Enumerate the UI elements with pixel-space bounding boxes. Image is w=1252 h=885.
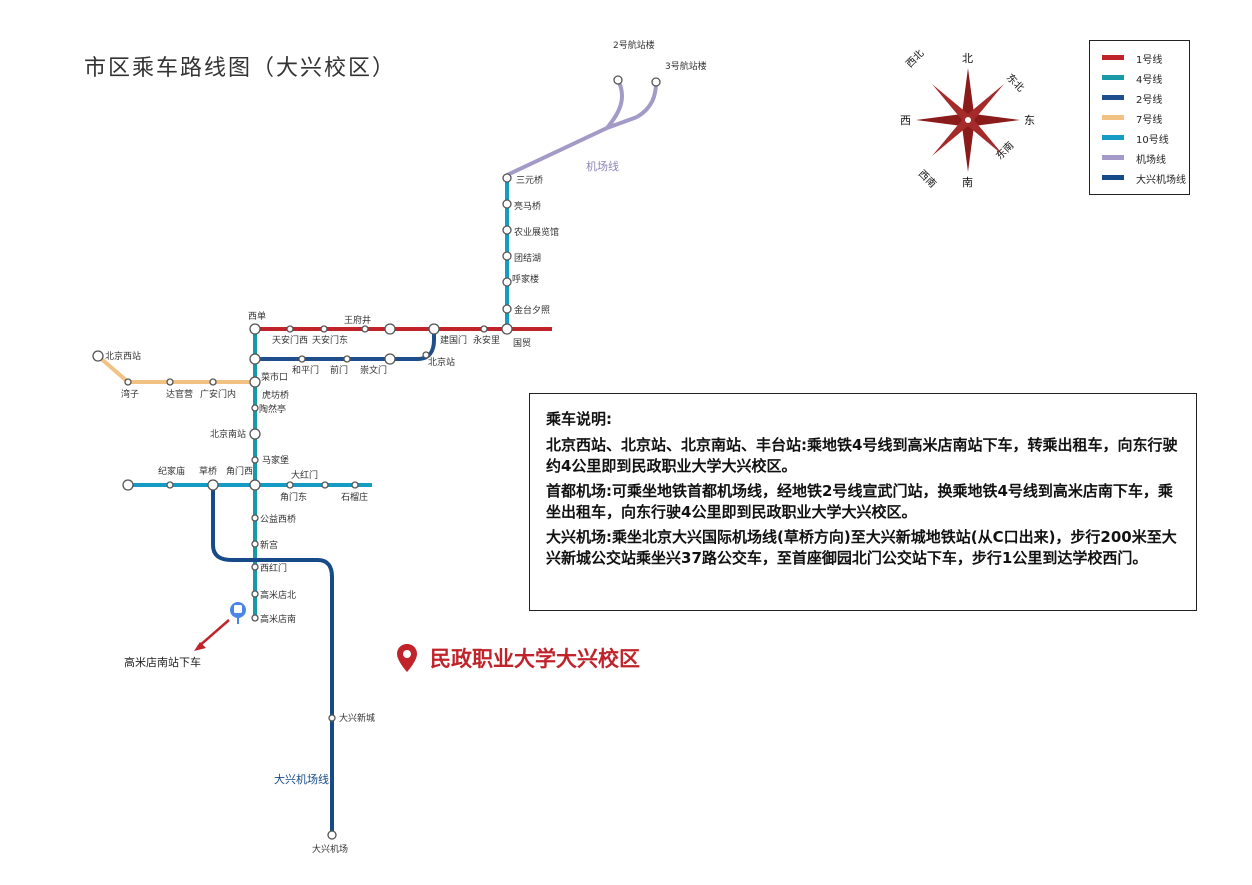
station-wanzi: 湾子 bbox=[121, 388, 139, 400]
legend-label: 2号线 bbox=[1136, 95, 1163, 106]
station-t3: 3号航站楼 bbox=[665, 60, 707, 72]
station-guomao: 国贸 bbox=[513, 337, 531, 349]
station-majiapu: 马家堡 bbox=[262, 454, 289, 466]
legend-item: 10号线 bbox=[1098, 129, 1188, 147]
station-hujialou: 呼家楼 bbox=[512, 273, 539, 285]
compass-nw: 西北 bbox=[904, 47, 927, 70]
legend-label: 大兴机场线 bbox=[1136, 175, 1186, 186]
compass-sw: 西南 bbox=[916, 167, 939, 190]
bus-stop-icon bbox=[230, 602, 246, 624]
station-tiananmendong: 天安门东 bbox=[312, 334, 348, 346]
compass-se: 东南 bbox=[993, 139, 1016, 162]
station-jiaomenxi: 角门西 bbox=[226, 465, 253, 477]
destination-marker: 民政职业大学大兴校区 bbox=[396, 643, 640, 673]
daxing-airport-line bbox=[211, 485, 334, 835]
location-pin-icon bbox=[397, 644, 417, 672]
station-caishikou: 菜市口 bbox=[261, 371, 288, 383]
compass-ne: 东北 bbox=[1004, 71, 1027, 94]
legend-label: 10号线 bbox=[1136, 135, 1169, 146]
station-gaomidianbei: 高米店北 bbox=[260, 589, 296, 601]
instructions-capital-airport: 首都机场:可乘坐地铁首都机场线，经地铁2号线宣武门站，换乘地铁4号线到高米店南下… bbox=[546, 482, 1173, 521]
compass-w: 西 bbox=[900, 114, 911, 127]
station-caoqiao: 草桥 bbox=[199, 465, 217, 477]
station-shiliuzhuang: 石榴庄 bbox=[341, 491, 368, 503]
station-hufangqiao: 虎坊桥 bbox=[262, 389, 289, 401]
station-jintaixizhao: 金台夕照 bbox=[514, 304, 550, 316]
legend-item: 1号线 bbox=[1098, 49, 1188, 67]
station-nongzhanguan: 农业展览馆 bbox=[514, 226, 559, 238]
instructions-train-stations: 北京西站、北京站、北京南站、丰台站:乘地铁4号线到高米店南站下车，转乘出租车，向… bbox=[546, 436, 1178, 475]
station-taoranting: 陶然亭 bbox=[259, 403, 286, 415]
station-sanyuanqiao: 三元桥 bbox=[516, 174, 543, 186]
airport-line bbox=[506, 79, 658, 177]
station-daxingxincheng: 大兴新城 bbox=[339, 712, 375, 724]
station-dahongmen: 大红门 bbox=[291, 469, 318, 481]
instructions-daxing-airport: 大兴机场:乘坐北京大兴国际机场线(草桥方向)至大兴新城地铁站(从C口出来)，步行… bbox=[546, 528, 1177, 567]
legend-label: 4号线 bbox=[1136, 75, 1163, 86]
station-tiananmenxi: 天安门西 bbox=[272, 334, 308, 346]
station-chongwenmen: 崇文门 bbox=[360, 364, 387, 376]
station-beijingxizhan: 北京西站 bbox=[105, 350, 141, 362]
instructions-heading: 乘车说明: bbox=[546, 410, 612, 428]
station-qianmen: 前门 bbox=[330, 364, 348, 376]
line-2 bbox=[255, 329, 436, 361]
legend-item: 2号线 bbox=[1098, 89, 1188, 107]
station-yonganli: 永安里 bbox=[473, 334, 500, 346]
daxing-airport-line-label: 大兴机场线 bbox=[274, 772, 329, 786]
compass-icon: 北 南 东 西 东北 西北 东南 西南 bbox=[900, 47, 1035, 190]
station-t2: 2号航站楼 bbox=[613, 39, 655, 51]
legend-item: 4号线 bbox=[1098, 69, 1188, 87]
station-tuanjiehu: 团结湖 bbox=[514, 252, 541, 264]
station-liangmaqiao: 亮马桥 bbox=[514, 200, 541, 212]
legend-item: 机场线 bbox=[1098, 149, 1188, 167]
arrow-icon bbox=[194, 619, 230, 651]
station-jijiamiao: 纪家庙 bbox=[158, 465, 185, 477]
station-beijingzhan: 北京站 bbox=[428, 356, 455, 368]
station-jiaomendong: 角门东 bbox=[280, 491, 307, 503]
station-xingong: 新宫 bbox=[260, 539, 278, 551]
instructions-box: 乘车说明: 北京西站、北京站、北京南站、丰台站:乘地铁4号线到高米店南站下车，转… bbox=[529, 393, 1197, 611]
station-labels: 2号航站楼 3号航站楼 三元桥 亮马桥 农业展览馆 团结湖 呼家楼 金台夕照 国… bbox=[105, 39, 707, 855]
station-markers bbox=[92, 75, 661, 840]
station-hepingmen: 和平门 bbox=[292, 364, 319, 376]
legend-swatch bbox=[1102, 155, 1124, 160]
compass-e: 东 bbox=[1024, 114, 1035, 127]
legend-swatch bbox=[1102, 175, 1124, 180]
legend-item: 大兴机场线 bbox=[1098, 169, 1188, 187]
legend-swatch bbox=[1102, 55, 1124, 60]
legend-swatch bbox=[1102, 115, 1124, 120]
page-title: 市区乘车路线图（大兴校区） bbox=[84, 56, 397, 81]
legend-swatch bbox=[1102, 135, 1124, 140]
legend-label: 1号线 bbox=[1136, 55, 1163, 66]
legend-label: 7号线 bbox=[1136, 115, 1163, 126]
station-xidan: 西单 bbox=[248, 310, 266, 322]
destination-name: 民政职业大学大兴校区 bbox=[430, 647, 640, 671]
station-wangfujing: 王府井 bbox=[344, 314, 371, 326]
bus-note: 高米店南站下车 bbox=[124, 655, 201, 669]
station-daguanying: 达官营 bbox=[166, 388, 193, 400]
compass-s: 南 bbox=[962, 176, 973, 189]
legend-label: 机场线 bbox=[1136, 155, 1166, 166]
station-beijingnanzhan: 北京南站 bbox=[210, 428, 246, 440]
station-xihongmen: 西红门 bbox=[260, 562, 287, 574]
legend-swatch bbox=[1102, 95, 1124, 100]
compass-n: 北 bbox=[962, 52, 973, 65]
legend-item: 7号线 bbox=[1098, 109, 1188, 127]
legend-swatch bbox=[1102, 75, 1124, 80]
station-jianguomen: 建国门 bbox=[440, 334, 467, 346]
station-gaomidiannan: 高米店南 bbox=[260, 613, 296, 625]
station-guanganmennei: 广安门内 bbox=[200, 388, 236, 400]
legend: 1号线 4号线 2号线 7号线 10号线 机场线 大兴机场线 bbox=[1089, 40, 1190, 195]
station-gongyixiqiao: 公益西桥 bbox=[260, 513, 296, 525]
station-daxingjichang: 大兴机场 bbox=[312, 843, 348, 855]
airport-line-label: 机场线 bbox=[586, 159, 619, 173]
